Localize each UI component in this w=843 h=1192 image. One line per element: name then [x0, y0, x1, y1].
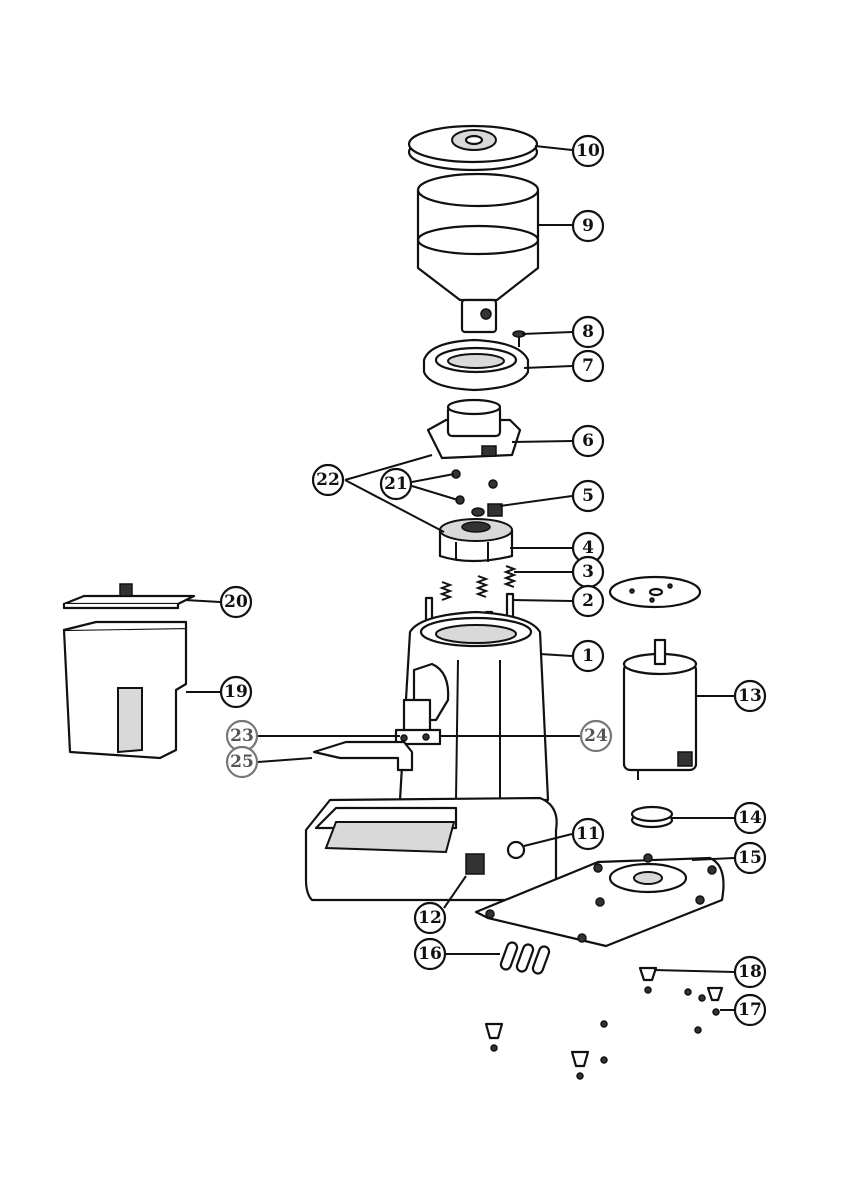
callout-2: 2 — [573, 586, 603, 616]
grinder-body — [400, 612, 548, 800]
callout-20-label: 20 — [224, 592, 248, 612]
callout-3: 3 — [573, 557, 603, 587]
bearing-ring — [632, 807, 672, 827]
callout-13-label: 13 — [738, 686, 762, 706]
upper-burr-carrier — [428, 400, 520, 458]
callout-14-label: 14 — [738, 808, 762, 828]
dosing-container — [64, 622, 186, 758]
callout-19-label: 19 — [224, 682, 248, 702]
callout-10: 10 — [573, 136, 603, 166]
callout-14: 14 — [735, 803, 765, 833]
callout-18: 18 — [735, 957, 765, 987]
callout-1-label: 1 — [582, 646, 594, 666]
callout-22-label: 22 — [316, 470, 340, 490]
callout-21: 21 — [381, 469, 411, 499]
callout-7-label: 7 — [582, 356, 594, 376]
callout-9: 9 — [573, 211, 603, 241]
callout-5: 5 — [573, 481, 603, 511]
callout-19: 19 — [221, 677, 251, 707]
callout-7: 7 — [573, 351, 603, 381]
callout-10-label: 10 — [576, 141, 600, 161]
callout-9-label: 9 — [582, 216, 594, 236]
feet-and-screws — [486, 968, 722, 1079]
callout-3-label: 3 — [582, 562, 594, 582]
callout-1: 1 — [573, 641, 603, 671]
callout-2-label: 2 — [582, 591, 594, 611]
callout-6-label: 6 — [582, 431, 594, 451]
callout-8-label: 8 — [582, 322, 594, 342]
callout-15: 15 — [735, 843, 765, 873]
callout-18-label: 18 — [738, 962, 762, 982]
grinder-base — [306, 798, 557, 900]
callout-24: 24 — [581, 721, 611, 751]
callout-25-label: 25 — [230, 752, 254, 772]
hopper-lid — [409, 126, 537, 170]
grind-adjust-collar — [424, 340, 528, 390]
callout-24-label: 24 — [584, 726, 608, 746]
callout-16-label: 16 — [418, 944, 442, 964]
callout-15-label: 15 — [738, 848, 762, 868]
callout-25: 25 — [227, 747, 257, 777]
callout-23-label: 23 — [230, 726, 254, 746]
rubber-pads — [500, 941, 551, 975]
callout-22: 22 — [313, 465, 343, 495]
bean-hopper — [418, 174, 538, 332]
callout-20: 20 — [221, 587, 251, 617]
burr-screws — [452, 470, 497, 504]
gasket-disc — [610, 577, 700, 607]
lower-burr-assembly — [440, 519, 512, 562]
callout-12-label: 12 — [418, 908, 442, 928]
callout-11-label: 11 — [576, 824, 600, 844]
springs — [442, 566, 514, 600]
callout-11: 11 — [573, 819, 603, 849]
callout-17-label: 17 — [738, 1000, 762, 1020]
callout-12: 12 — [415, 903, 445, 933]
callout-6: 6 — [573, 426, 603, 456]
dosing-container-lid — [64, 584, 194, 608]
callout-4-label: 4 — [582, 538, 594, 558]
callout-5-label: 5 — [582, 486, 594, 506]
callout-8: 8 — [573, 317, 603, 347]
burr-fastener — [472, 504, 502, 516]
callout-21-label: 21 — [384, 474, 408, 494]
callout-13: 13 — [735, 681, 765, 711]
motor — [624, 640, 696, 780]
callout-16: 16 — [415, 939, 445, 969]
callout-17: 17 — [735, 995, 765, 1025]
